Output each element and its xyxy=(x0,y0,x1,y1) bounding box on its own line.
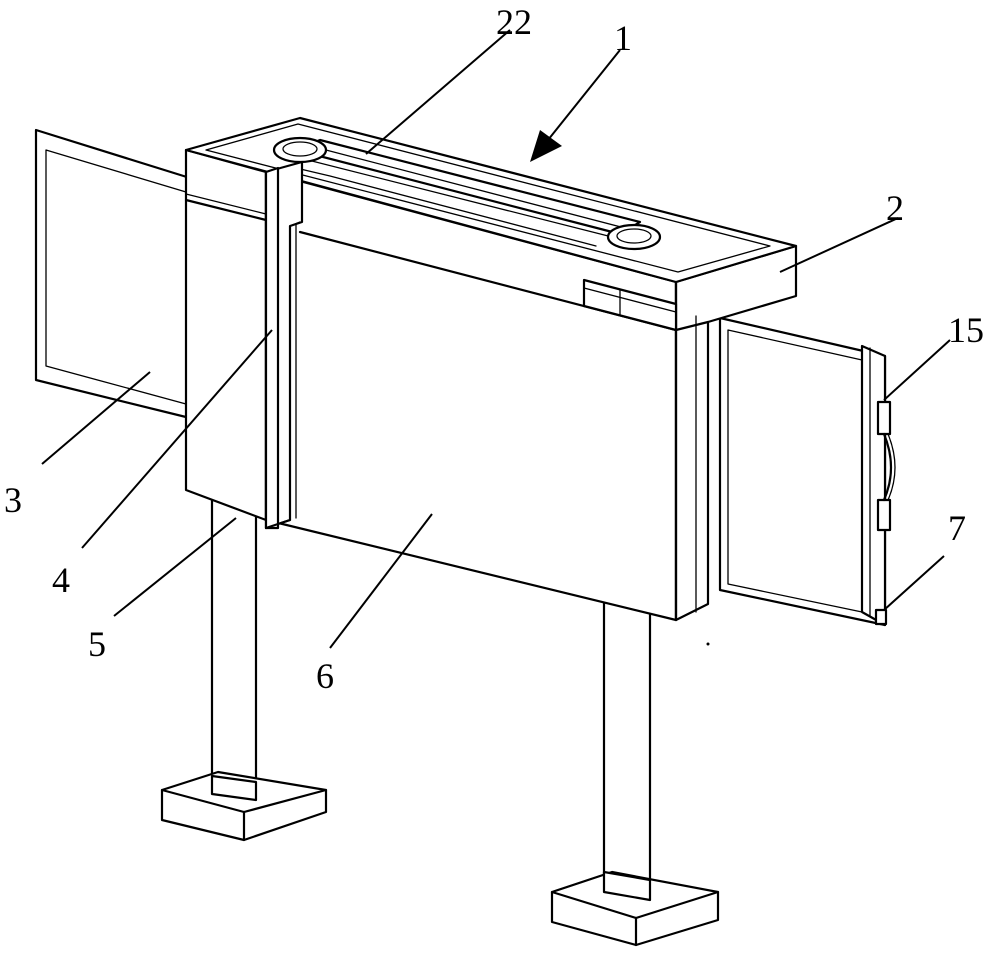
leader-lines xyxy=(41,29,951,649)
right-leg xyxy=(550,598,720,947)
control-box xyxy=(582,278,678,332)
label-2: 2 xyxy=(886,188,904,228)
label-4: 4 xyxy=(52,560,70,600)
left-door-panel xyxy=(34,128,192,420)
assembly-arrow xyxy=(530,49,621,162)
belt-rail xyxy=(272,136,662,251)
left-leg xyxy=(160,488,328,842)
door-handle xyxy=(876,400,896,532)
label-3: 3 xyxy=(4,480,22,520)
right-door-panel xyxy=(718,316,887,627)
label-15: 15 xyxy=(948,310,984,350)
label-1: 1 xyxy=(614,18,632,58)
label-22: 22 xyxy=(496,2,532,42)
label-5: 5 xyxy=(88,624,106,664)
reference-labels: 22 1 2 15 3 4 7 5 6 xyxy=(4,2,984,696)
label-6: 6 xyxy=(316,656,334,696)
vertical-column xyxy=(264,160,304,530)
stray-dot xyxy=(706,642,710,646)
label-7: 7 xyxy=(948,508,966,548)
hinge xyxy=(874,608,888,626)
